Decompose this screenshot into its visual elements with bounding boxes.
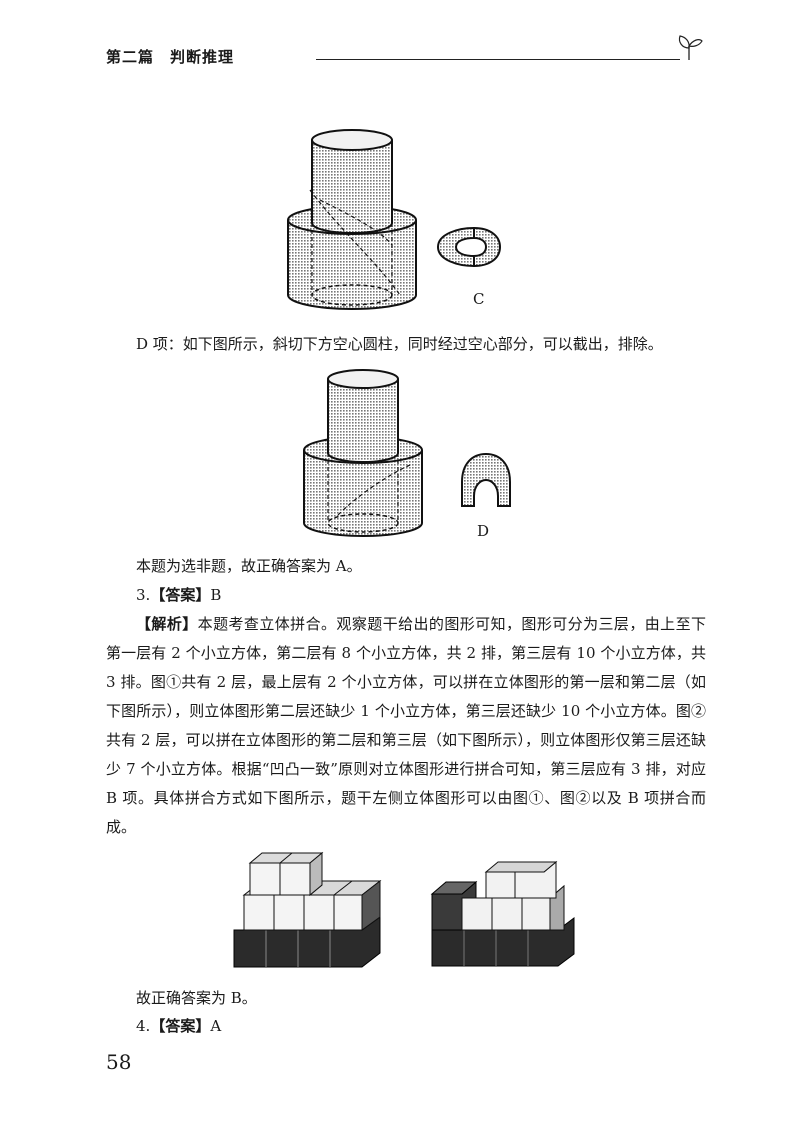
answer-tag: 【答案】 [150, 1017, 211, 1035]
q4-answer-line: 4.【答案】A [106, 1012, 706, 1041]
running-header: 第二篇 判断推理 [106, 35, 704, 70]
q3-answer-line: 3.【答案】B [106, 581, 706, 610]
header-title: 第二篇 判断推理 [106, 48, 235, 66]
q3-conclusion: 故正确答案为 B。 [136, 989, 257, 1007]
figure-d-solid [298, 365, 428, 540]
analysis-text: 本题考查立体拼合。观察题干给出的图形可知，图形可分为三层，由上至下第一层有 2 … [106, 615, 706, 836]
cube-assembly-left [228, 845, 388, 970]
figure-d-section [458, 450, 514, 510]
figure-d-label: D [477, 522, 490, 540]
q3-analysis: 【解析】本题考查立体拼合。观察题干给出的图形可知，图形可分为三层，由上至下第一层… [106, 610, 706, 842]
sprout-icon [678, 35, 703, 60]
option-d-text: D 项：如下图所示，斜切下方空心圆柱，同时经过空心部分，可以截出，排除。 [136, 335, 663, 353]
figure-c-solid [280, 120, 425, 315]
answer-tag: 【答案】 [150, 586, 211, 604]
q3-number: 3. [136, 586, 151, 604]
figure-c-label: C [473, 290, 485, 308]
header-rule [316, 59, 680, 60]
cube-assembly-right [428, 858, 578, 970]
figure-c-section [434, 222, 504, 272]
q4-answer: A [210, 1017, 222, 1035]
analysis-tag: 【解析】 [136, 615, 198, 633]
conclusion-text: 本题为选非题，故正确答案为 A。 [136, 557, 362, 575]
page-number: 58 [106, 1050, 132, 1074]
q3-answer: B [210, 586, 222, 604]
q4-number: 4. [136, 1017, 151, 1035]
